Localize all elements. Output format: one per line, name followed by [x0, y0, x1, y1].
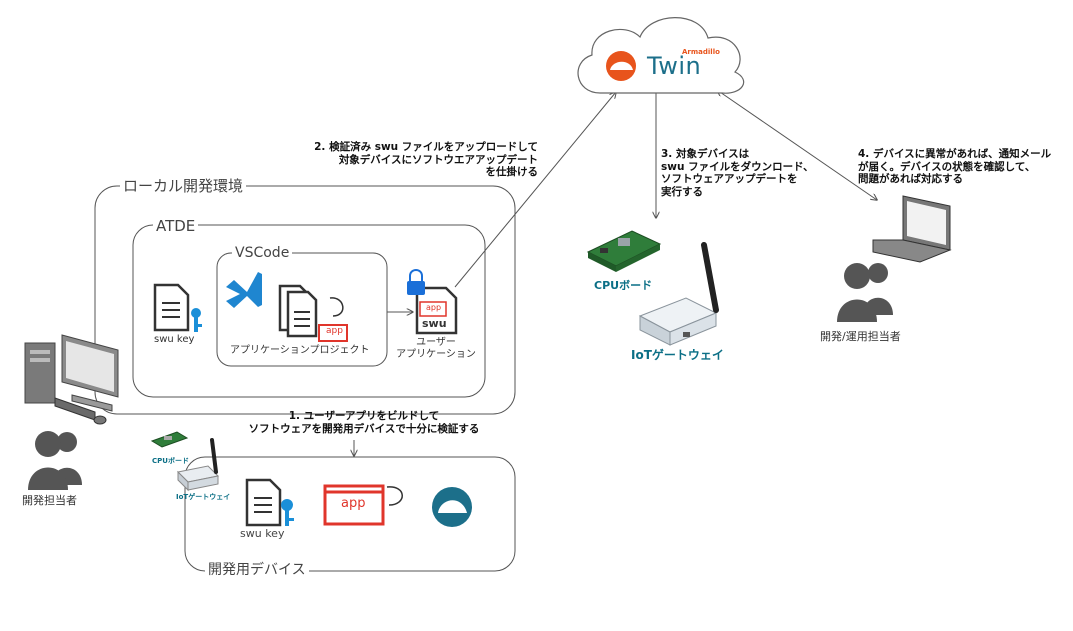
arrow-cloud-operator — [717, 90, 877, 200]
vscode-group — [216, 252, 388, 367]
step4-line2: が届く。デバイスの状態を確認して、 — [858, 160, 1036, 173]
arrow-upload-to-cloud — [454, 92, 616, 288]
cloud-brand-small: Armadillo — [682, 48, 720, 56]
step2-line2: 対象デバイスにソフトウエアアップデート — [338, 153, 538, 166]
local-env-group — [94, 185, 516, 415]
vscode-icon — [226, 272, 262, 308]
app-project-label: アプリケーションプロジェクト — [230, 345, 370, 356]
user-app-label: ユーザー アプリケーション — [396, 337, 476, 361]
device-iot-gateway-label: IoTゲートウェイ — [176, 493, 231, 501]
developer-label: 開発担当者 — [22, 494, 77, 507]
atde-swu-key-label: swu key — [154, 334, 195, 345]
target-iot-gateway-label: IoTゲートウェイ — [631, 348, 724, 362]
device-cpu-board-label: CPUボード — [152, 457, 189, 465]
step2-label: 2. 検証済み swu ファイルをアップロードして 対象デバイスにソフトウエアア… — [313, 141, 538, 179]
device-title: 開発用デバイス — [205, 562, 309, 579]
armadillo-logo-icon — [606, 51, 636, 81]
step3-line3: ソフトウェアアップデートを — [661, 173, 798, 186]
app-window-icon — [323, 484, 403, 526]
operator-label: 開発/運用担当者 — [820, 330, 901, 343]
cloud-brand: Twin — [647, 52, 702, 80]
target-cpu-board-label: CPUボード — [594, 279, 653, 292]
step1-label: 1. ユーザーアプリをビルドして ソフトウェアを開発用デバイスで十分に検証する — [244, 410, 484, 435]
cpu-board-icon-small — [150, 431, 189, 448]
step4-line3: 問題があれば対応する — [858, 173, 963, 186]
step2-line1: 2. 検証済み swu ファイルをアップロードして — [314, 141, 538, 153]
gateway-icon-target — [638, 242, 719, 346]
step3-line4: 実行する — [661, 185, 703, 198]
desktop-computer-icon — [24, 334, 119, 425]
document-icon-app-project — [278, 284, 348, 342]
device-swu-key-label: swu key — [240, 527, 285, 540]
atde-title: ATDE — [153, 217, 199, 235]
person-icon-operator — [837, 263, 893, 322]
step3-label: 3. 対象デバイスは swu ファイルをダウンロード、 ソフトウェアアップデート… — [661, 148, 814, 198]
device-group — [184, 456, 516, 572]
atde-group — [132, 224, 486, 398]
key-icon-atde — [191, 308, 202, 332]
document-icon-atde-key — [153, 283, 190, 332]
gateway-icon-small — [176, 438, 220, 492]
step3-line2: swu ファイルをダウンロード、 — [661, 160, 814, 173]
local-env-title: ローカル開発環境 — [120, 177, 247, 195]
laptop-icon — [872, 195, 952, 263]
step1-line2: ソフトウェアを開発用デバイスで十分に検証する — [248, 422, 480, 435]
swu-app-tag: app — [426, 303, 442, 312]
user-app-line1: ユーザー — [416, 337, 456, 348]
swu-tag: swu — [422, 317, 447, 330]
lock-icon — [407, 269, 425, 295]
key-icon-device — [281, 499, 294, 526]
cpu-board-icon-target — [586, 230, 662, 272]
document-icon-device-key — [245, 478, 282, 527]
step4-label: 4. デバイスに異常があれば、通知メール が届く。デバイスの状態を確認して、 問… — [858, 148, 1051, 186]
app-project-tag: app — [326, 326, 343, 336]
step3-line1: 3. 対象デバイスは — [661, 148, 750, 160]
person-icon-developer — [28, 431, 82, 490]
armadillo-circle-icon — [432, 487, 472, 527]
document-icon-swu — [415, 286, 458, 335]
step2-line3: を仕掛ける — [485, 166, 539, 179]
vscode-title: VSCode — [232, 245, 293, 262]
device-app-tag: app — [341, 496, 366, 511]
step1-line1: 1. ユーザーアプリをビルドして — [288, 410, 440, 422]
user-app-line2: アプリケーション — [396, 349, 476, 360]
step4-line1: 4. デバイスに異常があれば、通知メール — [858, 148, 1052, 160]
